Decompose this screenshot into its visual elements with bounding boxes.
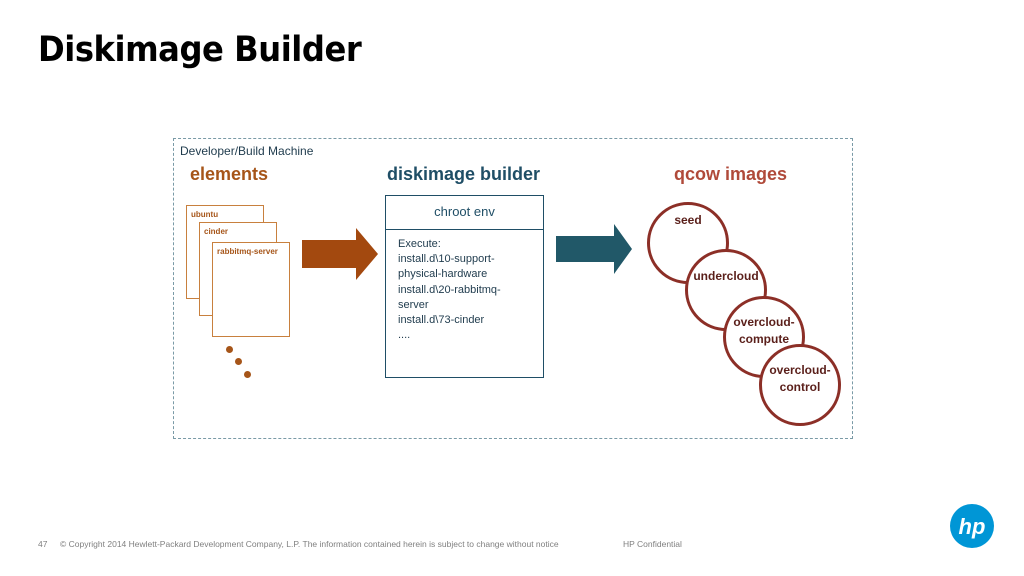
ellipsis-dot bbox=[226, 346, 233, 353]
element-label-rabbitmq-server: rabbitmq-server bbox=[217, 247, 278, 256]
element-label-ubuntu: ubuntu bbox=[191, 210, 219, 219]
slide-title: Diskimage Builder bbox=[38, 30, 362, 70]
qcow-images-heading: qcow images bbox=[674, 164, 788, 184]
chroot-execute-list: Execute: install.d\10-support- physical-… bbox=[398, 238, 501, 342]
image-label-overcloud-control: overcloud- control bbox=[769, 363, 831, 394]
hp-logo: hp bbox=[950, 504, 994, 548]
confidential-label: HP Confidential bbox=[623, 539, 682, 549]
hp-logo-icon: hp bbox=[959, 514, 986, 539]
image-label-overcloud-compute: overcloud- compute bbox=[733, 315, 795, 346]
image-circle-overcloud-control bbox=[759, 344, 841, 426]
build-machine-boundary bbox=[173, 138, 853, 439]
image-label-seed: seed bbox=[674, 213, 702, 227]
element-page-rabbitmq-server: rabbitmq-server bbox=[212, 242, 290, 337]
chroot-env-box bbox=[385, 195, 544, 378]
build-machine-label: Developer/Build Machine bbox=[180, 144, 314, 158]
page-number: 47 bbox=[38, 539, 48, 549]
element-label-cinder: cinder bbox=[204, 227, 229, 236]
ellipsis-dot bbox=[244, 371, 251, 378]
copyright-notice: © Copyright 2014 Hewlett-Packard Develop… bbox=[60, 539, 559, 549]
hp-logo-text: hp bbox=[959, 514, 986, 539]
ellipsis-dot bbox=[235, 358, 242, 365]
elements-heading: elements bbox=[190, 164, 269, 184]
image-label-undercloud: undercloud bbox=[693, 269, 759, 283]
arrow-right-icon bbox=[302, 228, 378, 280]
arrow-right-icon bbox=[556, 224, 632, 274]
chroot-env-title: chroot env bbox=[386, 196, 543, 230]
diskimage-builder-heading: diskimage builder bbox=[387, 164, 541, 184]
